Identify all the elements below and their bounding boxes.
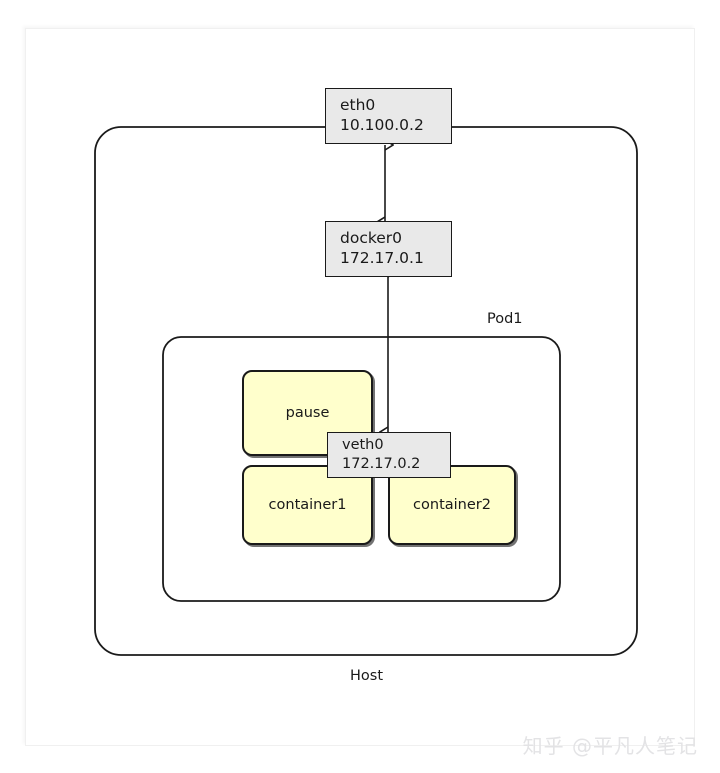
zhihu-watermark: 知乎 @平凡人笔记 (522, 734, 698, 758)
pod-boundary (162, 336, 561, 602)
eth0-ip: 10.100.0.2 (340, 116, 424, 134)
eth0-name: eth0 (340, 96, 376, 115)
pause-label: pause (285, 404, 330, 421)
interface-veth0[interactable]: veth0 172.17.0.2 (327, 432, 451, 478)
veth0-name: veth0 (342, 437, 384, 454)
docker0-name: docker0 (340, 229, 403, 248)
host-label: Host (350, 668, 384, 684)
docker0-ip: 172.17.0.1 (340, 249, 424, 267)
interface-docker0[interactable]: docker0 172.17.0.1 (325, 221, 452, 277)
veth0-ip: 172.17.0.2 (342, 456, 421, 472)
pod-container-container1[interactable]: container1 (242, 465, 373, 545)
pod-container-container2[interactable]: container2 (388, 465, 516, 545)
interface-eth0[interactable]: eth0 10.100.0.2 (325, 88, 452, 144)
container2-label: container2 (413, 496, 491, 513)
container1-label: container1 (268, 496, 347, 513)
pod-label: Pod1 (487, 311, 523, 327)
